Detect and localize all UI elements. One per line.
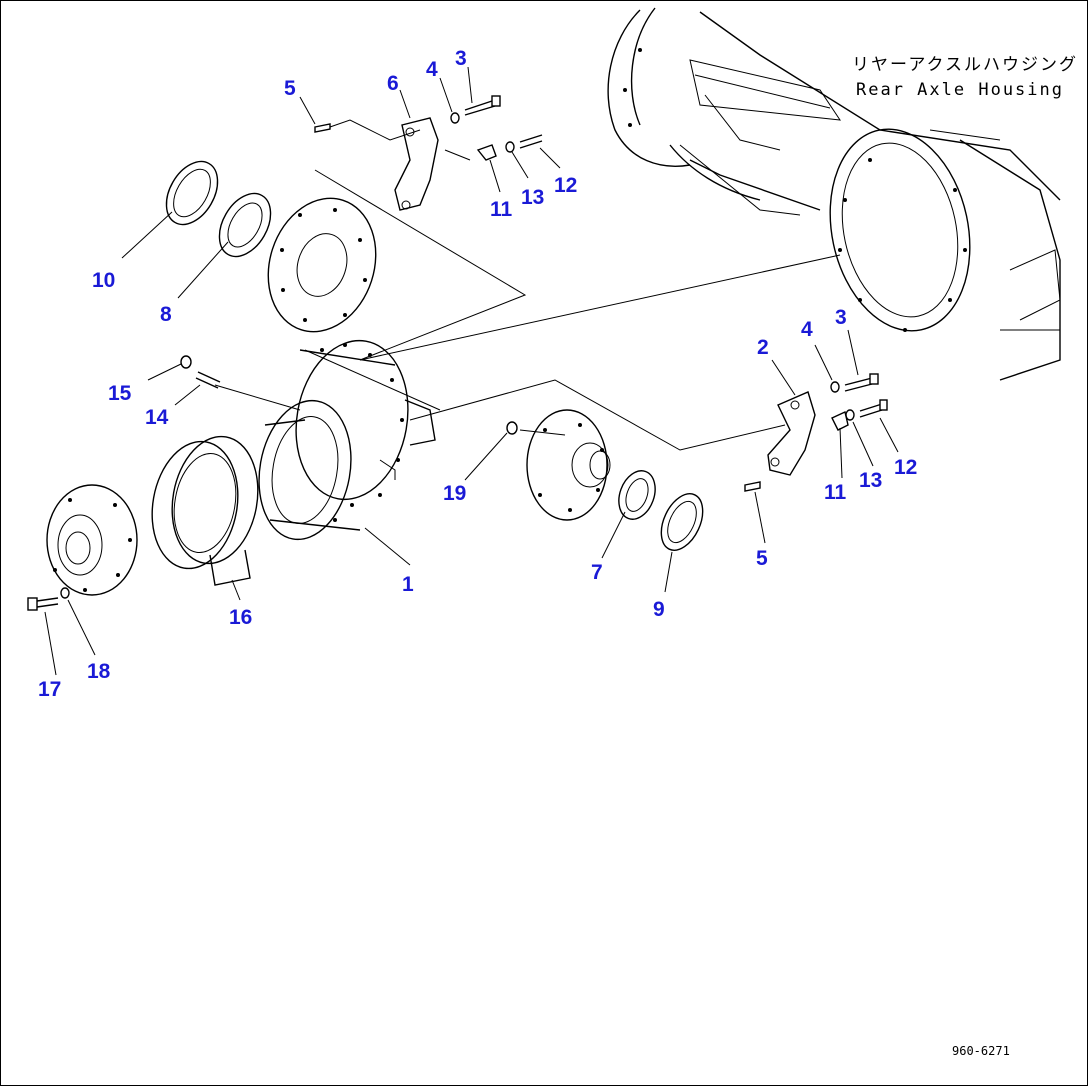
callout-17: 17 [38, 678, 61, 701]
callout-3-lower: 3 [835, 306, 847, 329]
callout-11-upper: 11 [490, 198, 513, 221]
bolt-part-17 [27, 597, 59, 611]
callout-11-lower: 11 [824, 481, 847, 504]
washer-part-4-lower [830, 381, 840, 393]
drawing-number: 960-6271 [952, 1044, 1010, 1058]
pin-part-5-lower [744, 481, 761, 492]
spindle [526, 409, 611, 521]
bolt-part-3-upper [464, 95, 501, 116]
washer-part-13-upper [505, 141, 515, 153]
pin-part-5-upper [314, 123, 331, 133]
callout-7: 7 [591, 561, 603, 584]
shim-part-16 [151, 435, 259, 586]
callout-10: 10 [92, 269, 115, 292]
washer-part-13-lower [845, 409, 855, 421]
ring-part-9 [660, 493, 704, 551]
seal-part-8 [218, 192, 272, 258]
callout-9: 9 [653, 598, 665, 621]
bearing-part-7 [618, 470, 656, 520]
washer-part-4-upper [450, 112, 460, 124]
callout-4-upper: 4 [426, 58, 438, 81]
bolt-part-12-upper [519, 134, 543, 149]
bolt-part-14 [195, 371, 221, 389]
plug-part-19 [506, 421, 518, 435]
callout-14: 14 [145, 406, 169, 429]
callout-16: 16 [229, 606, 252, 629]
callout-1: 1 [402, 573, 414, 596]
callout-5-upper: 5 [284, 77, 296, 100]
washer-part-18 [60, 587, 70, 599]
bolt-part-12-lower [859, 399, 888, 418]
callout-5-lower: 5 [756, 547, 768, 570]
callout-3-upper: 3 [455, 47, 467, 70]
callout-19: 19 [443, 482, 466, 505]
callout-numbers: 5 6 4 3 11 13 12 10 8 15 14 1 16 17 18 1… [38, 47, 917, 701]
wheel-hub [46, 484, 138, 596]
hub-housing-part-1 [258, 339, 436, 541]
leader-lines [44, 66, 899, 676]
bolt-part-3-lower [844, 373, 879, 392]
callout-13-upper: 13 [521, 186, 544, 209]
bracket-part-2 [767, 391, 816, 476]
callout-18: 18 [87, 660, 111, 683]
callout-4-lower: 4 [801, 318, 813, 341]
callout-2: 2 [757, 336, 769, 359]
housing-label-en: Rear Axle Housing [856, 80, 1064, 100]
lock-part-11-upper [476, 144, 497, 161]
callout-8: 8 [160, 303, 172, 326]
bolt-part-15 [180, 355, 192, 369]
rear-axle-housing [607, 7, 1061, 381]
assembly-guide-lines [214, 119, 841, 451]
bracket-part-6 [394, 117, 439, 211]
callout-12-lower: 12 [894, 456, 917, 479]
brake-disc [267, 197, 377, 333]
callout-6: 6 [387, 72, 399, 95]
callout-12-upper: 12 [554, 174, 577, 197]
lock-part-11-lower [831, 411, 849, 431]
callout-13-lower: 13 [859, 469, 882, 492]
ring-part-10 [165, 160, 219, 226]
housing-label-jp: リヤーアクスルハウジング [852, 55, 1078, 75]
callout-15: 15 [108, 382, 132, 405]
